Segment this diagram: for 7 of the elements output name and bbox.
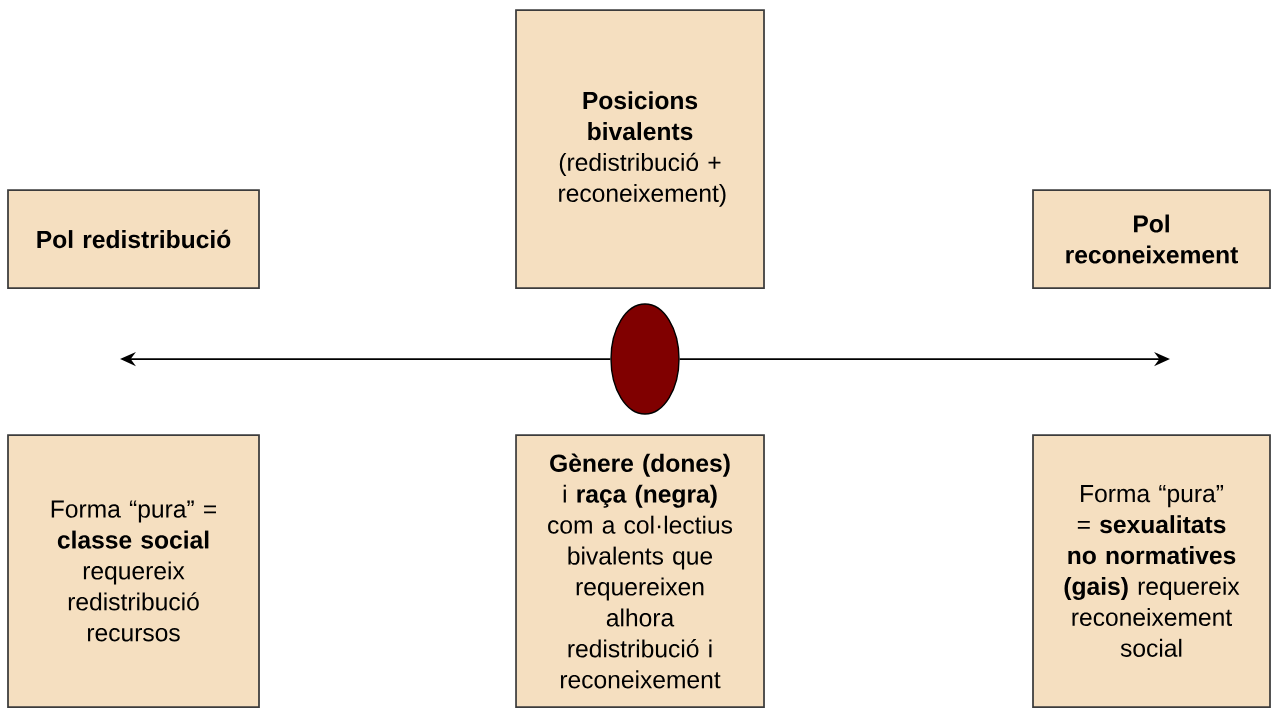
description-box: Forma “pura” = sexualitats no normatives (gais) requereix reconeixement social [1032, 434, 1271, 708]
center-ellipse [610, 303, 680, 415]
description-box: Gènere (dones) i raça (negra) com a col·lectius bivalents que requereixen alhora redistribució i reconeixement [515, 434, 765, 708]
pole-box: Pol reconeixement [1032, 189, 1271, 289]
heading-box: Posicions bivalents (redistribució + reconeixement) [515, 9, 765, 289]
description-box: Forma “pura” = classe social requereix redistribució recursos [7, 434, 260, 708]
pole-box: Pol redistribució [7, 189, 260, 289]
